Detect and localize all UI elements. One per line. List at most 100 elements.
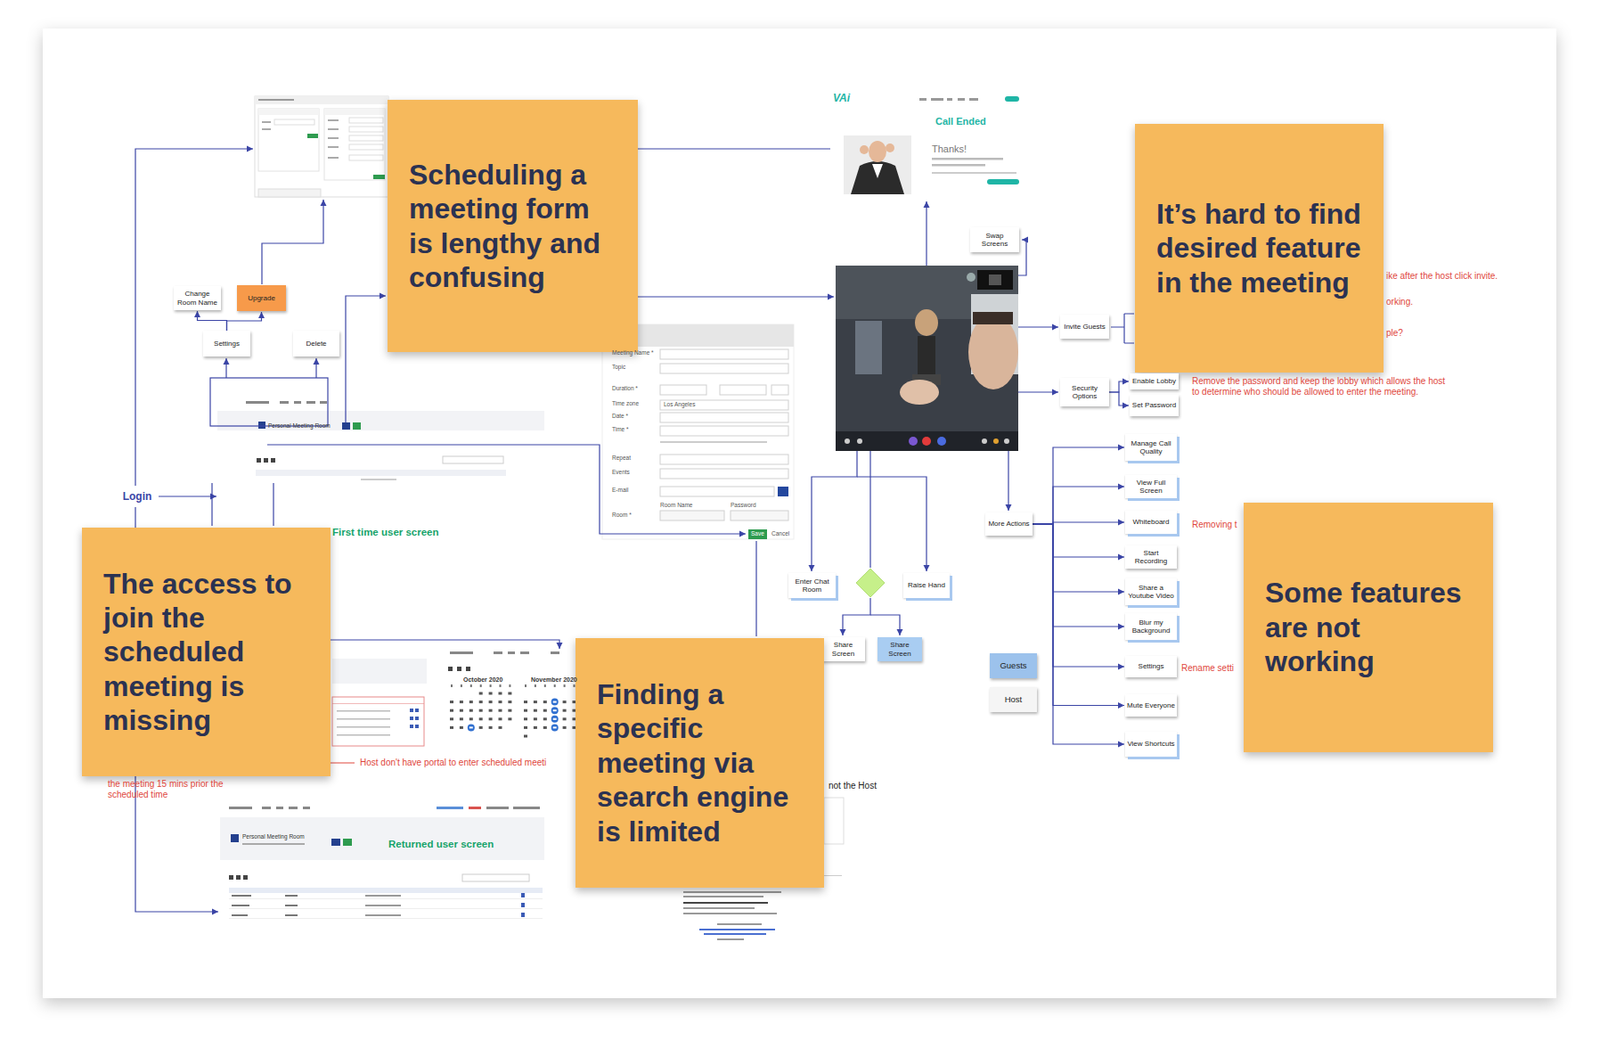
call-ended-screenshot — [885, 143, 895, 153]
call-ended-screenshot — [931, 171, 1017, 174]
flow-line — [1018, 391, 1059, 392]
calendar-day-mark — [507, 709, 512, 712]
screen-caption: First time user screen — [332, 526, 440, 539]
flow-line — [755, 540, 757, 637]
calendar-day-mark — [479, 700, 483, 703]
calendar-weekday-mark — [460, 684, 463, 687]
step-label: Share a Youtube Video — [1126, 583, 1176, 600]
flow-line — [870, 614, 900, 636]
calendar-day-mark — [449, 709, 454, 712]
first-time-user-screenshot — [255, 469, 507, 476]
email-invite-screenshot — [683, 895, 764, 898]
calendar-screenshot — [465, 666, 471, 671]
returned-user-screenshot — [243, 874, 248, 880]
calendar-day-mark — [523, 734, 528, 738]
calendar-screenshot — [336, 726, 391, 728]
step-label: Share Screen — [879, 640, 921, 657]
calendar-day-mark — [449, 700, 454, 703]
calendar-screenshot — [332, 651, 586, 746]
video-call-screenshot — [899, 379, 939, 405]
flow-line — [306, 639, 560, 649]
video-call-screenshot — [988, 274, 1002, 286]
returned-user-screenshot — [285, 894, 298, 897]
schedule-form-screenshot — [602, 324, 794, 539]
schedule-modal-screenshot — [324, 108, 385, 180]
calendar-day-mark — [507, 717, 512, 720]
review-note: Removing t — [1191, 519, 1238, 531]
calendar-day-mark — [581, 726, 586, 729]
returned-user-screenshot — [220, 802, 545, 924]
calendar-weekday-mark — [534, 684, 537, 687]
sticky-note: The access to join the scheduled meeting… — [81, 527, 331, 776]
calendar-weekday-mark — [480, 684, 482, 687]
returned-user-screenshot — [486, 806, 509, 809]
schedule-modal-screenshot — [349, 126, 384, 132]
video-call-screenshot — [966, 272, 976, 282]
schedule-modal-screenshot — [258, 98, 294, 101]
flow-step-box: View Shortcuts — [1125, 731, 1177, 757]
calendar-screenshot — [415, 708, 419, 712]
flow-connector — [1032, 486, 1125, 524]
entry-point: Login — [121, 488, 154, 505]
step-label: Settings — [1126, 661, 1176, 670]
returned-user-screenshot — [436, 806, 464, 809]
schedule-form-screenshot — [602, 324, 794, 539]
flow-step-box: Manage Call Quality — [1125, 433, 1177, 461]
calendar-day-mark — [449, 726, 454, 729]
calendar-day-mark — [498, 700, 503, 703]
flow-step-box: Guests — [989, 653, 1037, 678]
flow-step-box: Settings — [203, 330, 251, 357]
returned-user-screenshot — [521, 892, 525, 898]
email-invite-screenshot — [683, 912, 777, 915]
calendar-day-mark — [581, 700, 586, 703]
email-invite-screenshot — [683, 890, 782, 893]
sticky-note: It’s hard to find desired feature in the… — [1134, 123, 1384, 373]
first-time-user-screenshot — [279, 400, 289, 404]
call-ended-screenshot — [1004, 96, 1020, 102]
flow-step-box: Invite Guests — [1060, 314, 1110, 339]
returned-user-screenshot — [228, 806, 253, 809]
flow-line — [261, 199, 324, 285]
schedule-modal-screenshot — [261, 128, 271, 131]
call-ended-screenshot — [843, 135, 912, 195]
calendar-day-mark — [543, 717, 547, 720]
flow-step-box: Mute Everyone — [1125, 693, 1177, 717]
flow-line — [1018, 326, 1059, 327]
flow-line — [637, 295, 834, 297]
review-note: ple? — [1386, 327, 1404, 339]
calendar-day-mark — [572, 700, 577, 703]
schedule-modal-screenshot — [327, 119, 339, 122]
flow-line — [158, 495, 217, 497]
button-text: Save — [751, 530, 765, 538]
flow-line — [637, 147, 831, 149]
returned-user-screenshot — [242, 842, 305, 845]
calendar-day-mark — [533, 709, 538, 712]
calendar-day-mark — [498, 709, 503, 712]
flow-step-box: Raise Hand — [903, 572, 950, 598]
calendar-day-mark — [489, 700, 493, 703]
flow-connector — [1109, 381, 1129, 392]
calendar-day-mark — [498, 726, 503, 729]
first-time-user-screenshot — [217, 410, 545, 431]
form-field-label: E-mail — [612, 487, 629, 494]
schedule-modal-screenshot — [254, 96, 389, 197]
first-time-user-screenshot — [270, 457, 276, 463]
step-label: Enter Chat Room — [790, 577, 834, 594]
first-time-user-screenshot — [442, 456, 504, 464]
flow-line — [315, 358, 317, 378]
flow-line — [1110, 313, 1135, 343]
flow-line — [925, 201, 927, 266]
calendar-day-mark — [469, 709, 474, 712]
sticky-note: Finding a specific meeting via search en… — [575, 637, 825, 888]
call-ended-screenshot — [946, 97, 953, 101]
calendar-weekday-mark — [508, 684, 511, 687]
calendar-weekday-mark — [489, 684, 492, 687]
video-call-screenshot — [977, 269, 1013, 290]
flow-line — [212, 482, 274, 526]
screen-text: Thanks! — [931, 143, 967, 155]
email-invite-screenshot — [703, 932, 767, 935]
calendar-day-mark — [479, 709, 483, 712]
first-time-user-screenshot — [352, 422, 361, 430]
